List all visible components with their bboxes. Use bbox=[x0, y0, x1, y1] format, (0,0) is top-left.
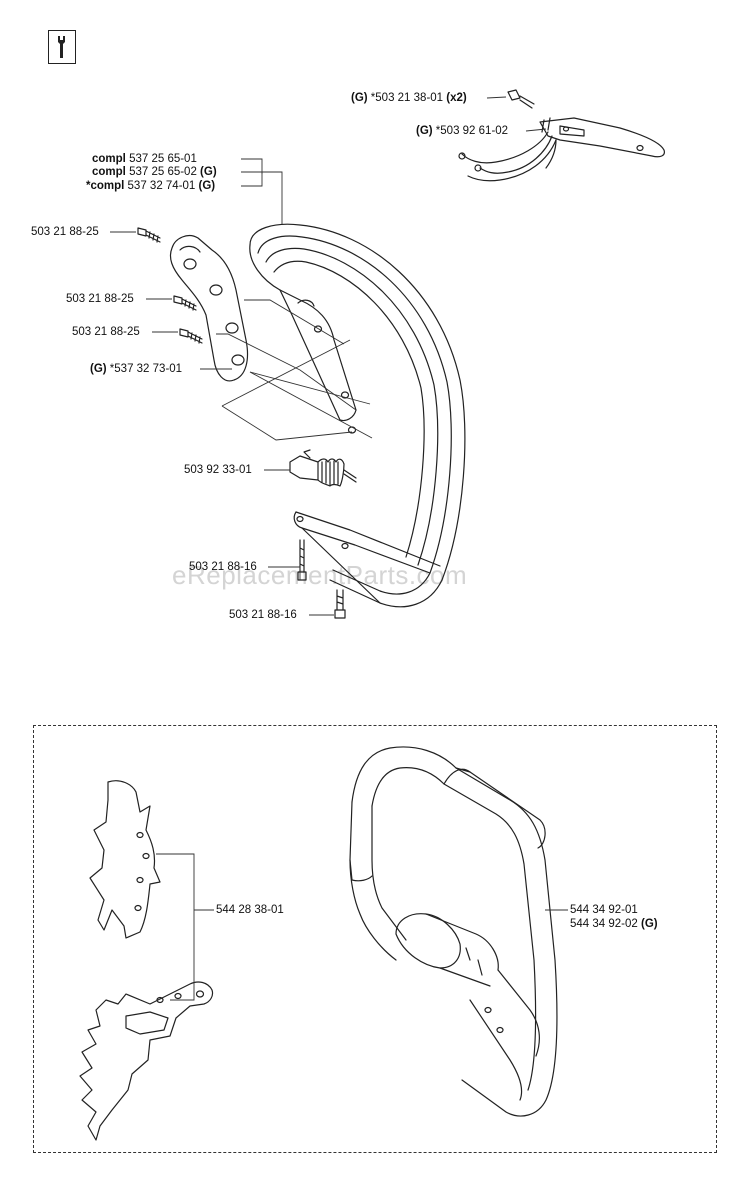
label-handle-1: 544 34 92-01 bbox=[570, 904, 638, 916]
wrench-icon bbox=[58, 36, 65, 58]
tubular-handle-drawing bbox=[349, 746, 558, 1117]
screw-top-drawing bbox=[137, 227, 161, 243]
label-screw-low: 503 21 88-25 bbox=[72, 326, 140, 338]
label-screw-bottom-2: 503 21 88-16 bbox=[229, 609, 297, 621]
spike-bumper-lower-drawing bbox=[79, 981, 214, 1141]
handle-bracket-drawing bbox=[169, 235, 249, 382]
label-sensor-screw: (G) *503 21 38-01 (x2) bbox=[351, 92, 467, 104]
label-handle-2: 544 34 92-02 (G) bbox=[570, 918, 658, 930]
label-sensor-bracket: (G) *503 92 61-02 bbox=[416, 125, 509, 137]
screw-low-drawing bbox=[179, 328, 203, 344]
sensor-assembly-drawing bbox=[458, 89, 665, 182]
front-handle-drawing bbox=[249, 223, 466, 608]
label-spring: 503 92 33-01 bbox=[184, 464, 252, 476]
section-icon-box bbox=[48, 30, 76, 64]
spring-drawing bbox=[289, 449, 357, 487]
label-screw-top: 503 21 88-25 bbox=[31, 226, 99, 238]
leader-lines bbox=[110, 96, 568, 1001]
spike-bumper-upper-drawing bbox=[89, 780, 161, 939]
label-bracket: (G) *537 32 73-01 bbox=[90, 363, 183, 375]
accessory-section-frame bbox=[33, 725, 717, 1153]
label-compl-3: *compl 537 32 74-01 (G) bbox=[86, 180, 216, 192]
label-screw-mid: 503 21 88-25 bbox=[66, 293, 134, 305]
screw-bottom-1-drawing bbox=[297, 539, 307, 581]
label-compl-2: compl 537 25 65-02 (G) bbox=[92, 166, 217, 178]
screw-bottom-2-drawing bbox=[334, 589, 346, 619]
label-spike: 544 28 38-01 bbox=[216, 904, 284, 916]
screw-mid-drawing bbox=[173, 295, 197, 311]
label-compl-1: compl 537 25 65-01 bbox=[92, 153, 197, 165]
label-screw-bottom-1: 503 21 88-16 bbox=[189, 561, 257, 573]
